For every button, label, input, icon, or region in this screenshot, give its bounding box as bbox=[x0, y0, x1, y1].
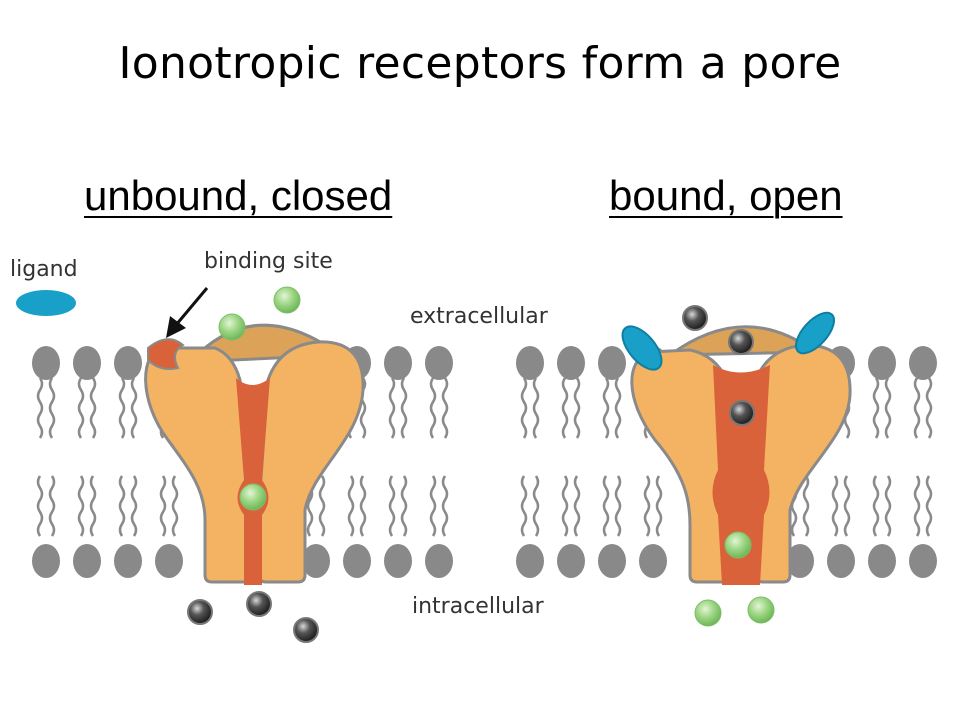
green-ion bbox=[273, 286, 301, 314]
lipid bbox=[114, 346, 142, 578]
binding-site-pocket bbox=[147, 338, 185, 370]
dark-ion bbox=[682, 305, 708, 331]
label-extracellular: extracellular bbox=[410, 304, 549, 329]
pore-open bbox=[712, 365, 770, 585]
dark-ion bbox=[246, 591, 272, 617]
ligand-bound-left bbox=[621, 325, 663, 371]
label-ligand: ligand bbox=[10, 257, 78, 282]
dark-ion bbox=[187, 599, 213, 625]
lipid bbox=[516, 346, 544, 578]
lipid bbox=[909, 346, 937, 578]
lipid bbox=[384, 346, 412, 578]
binding-site-arrow bbox=[174, 287, 209, 326]
ions bbox=[187, 286, 775, 643]
slide-title: Ionotropic receptors form a pore bbox=[118, 38, 842, 89]
pore-closed bbox=[236, 378, 270, 585]
binding-site-arrowhead bbox=[166, 316, 186, 338]
heading-unbound-closed: unbound, closed bbox=[84, 172, 393, 219]
green-ion bbox=[724, 531, 752, 559]
dark-ion bbox=[293, 617, 319, 643]
receptor-open bbox=[630, 325, 852, 585]
ligand-bound-right bbox=[795, 311, 835, 355]
heading-bound-open: bound, open bbox=[609, 172, 843, 219]
green-ion bbox=[218, 313, 246, 341]
lipid bbox=[73, 346, 101, 578]
lipid bbox=[598, 346, 626, 578]
lipid bbox=[557, 346, 585, 578]
green-ion bbox=[239, 483, 267, 511]
label-intracellular: intracellular bbox=[412, 594, 545, 619]
lipid bbox=[425, 346, 453, 578]
receptor-subunit-left bbox=[144, 346, 254, 584]
dark-ion bbox=[729, 400, 755, 426]
lipid bbox=[868, 346, 896, 578]
receptor-subunit-right bbox=[257, 340, 365, 584]
green-ion bbox=[747, 596, 775, 624]
dark-ion bbox=[728, 329, 754, 355]
label-binding-site: binding site bbox=[204, 249, 333, 274]
green-ion bbox=[694, 599, 722, 627]
receptor-closed bbox=[144, 323, 365, 585]
ligand-legend-shape bbox=[16, 290, 76, 316]
lipid bbox=[32, 346, 60, 578]
